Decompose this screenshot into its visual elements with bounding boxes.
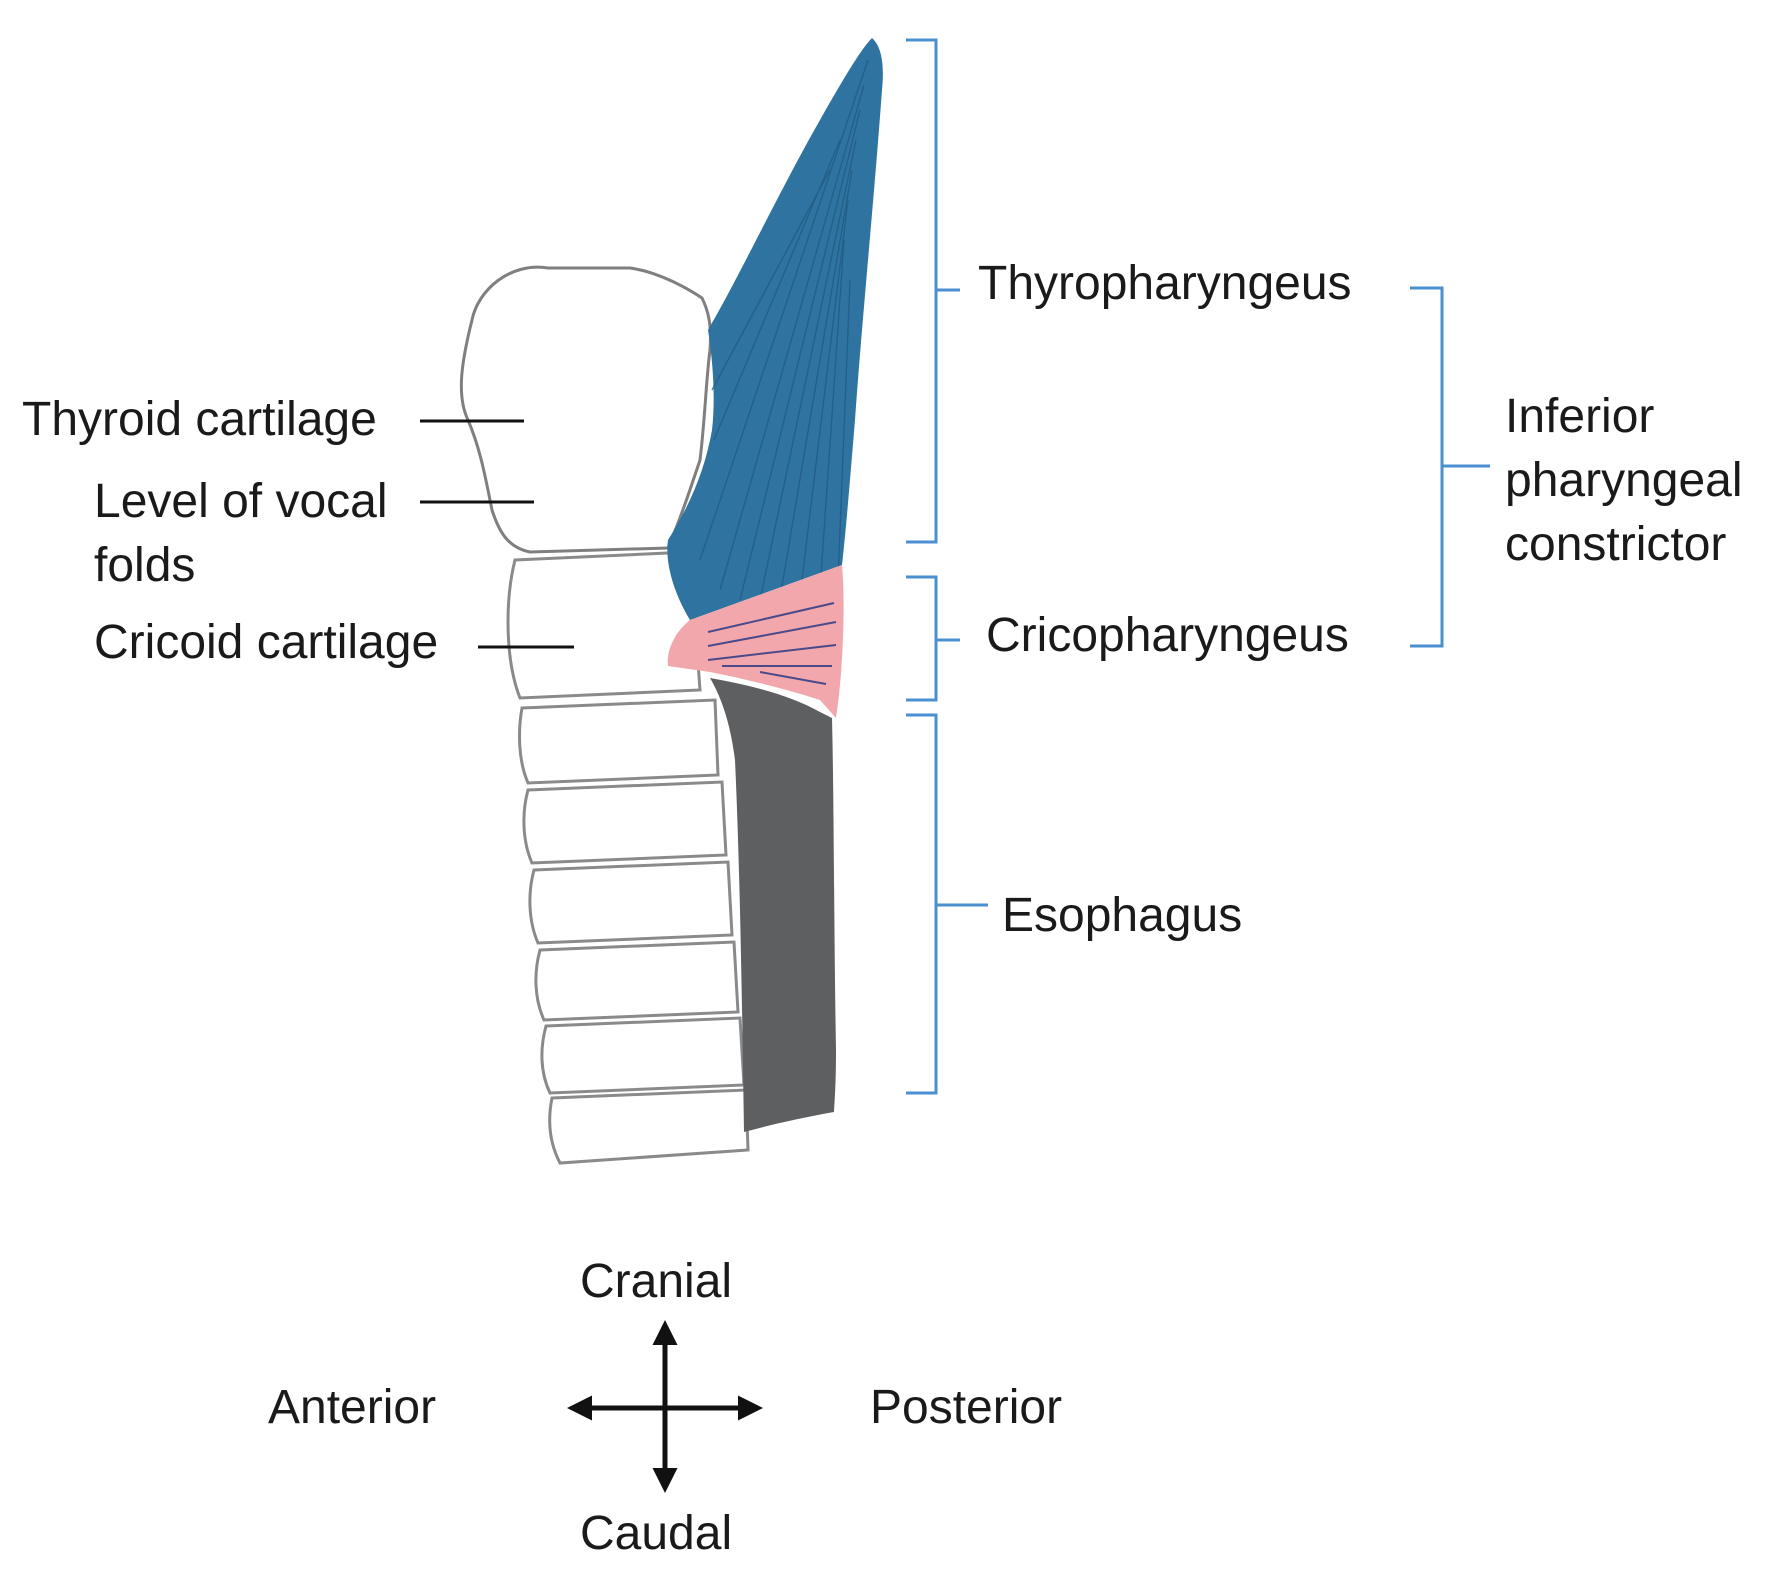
label-inferior-pharyngeal-constrictor: Inferior pharyngeal constrictor — [1505, 390, 1743, 571]
thyropharyngeus-fibers — [699, 59, 869, 601]
tracheal-ring — [528, 860, 734, 945]
bracket-inferior-constrictor — [1410, 286, 1490, 648]
bracket-cricopharyngeus — [906, 575, 960, 702]
tracheal-ring — [534, 940, 740, 1022]
leader-lines — [420, 419, 574, 649]
four-way-arrow-icon — [567, 1320, 763, 1493]
tracheal-ring — [548, 1088, 750, 1165]
tracheal-ring — [518, 698, 720, 785]
label-caudal: Caudal — [580, 1507, 733, 1560]
tracheal-ring — [540, 1016, 746, 1095]
label-cricoid-cartilage: Cricoid cartilage — [94, 616, 439, 669]
brackets — [906, 38, 1490, 1095]
tracheal-rings — [506, 550, 750, 1165]
cricopharyngeus-fibers — [707, 602, 837, 685]
thyropharyngeus-muscle — [667, 38, 883, 620]
label-cricopharyngeus: Cricopharyngeus — [986, 609, 1349, 662]
label-thyropharyngeus: Thyropharyngeus — [978, 257, 1352, 310]
label-thyroid-cartilage: Thyroid cartilage — [22, 393, 377, 446]
thyroid-cartilage-shape — [459, 265, 712, 554]
label-anterior: Anterior — [268, 1381, 437, 1434]
label-vocal-folds: Level of vocal folds — [94, 475, 388, 592]
esophagus-tube — [710, 678, 836, 1132]
label-cranial: Cranial — [580, 1255, 733, 1308]
tracheal-ring — [522, 780, 728, 865]
bracket-esophagus — [906, 713, 988, 1095]
label-esophagus: Esophagus — [1002, 889, 1243, 942]
bracket-thyropharyngeus — [906, 38, 960, 544]
label-posterior: Posterior — [870, 1381, 1063, 1434]
